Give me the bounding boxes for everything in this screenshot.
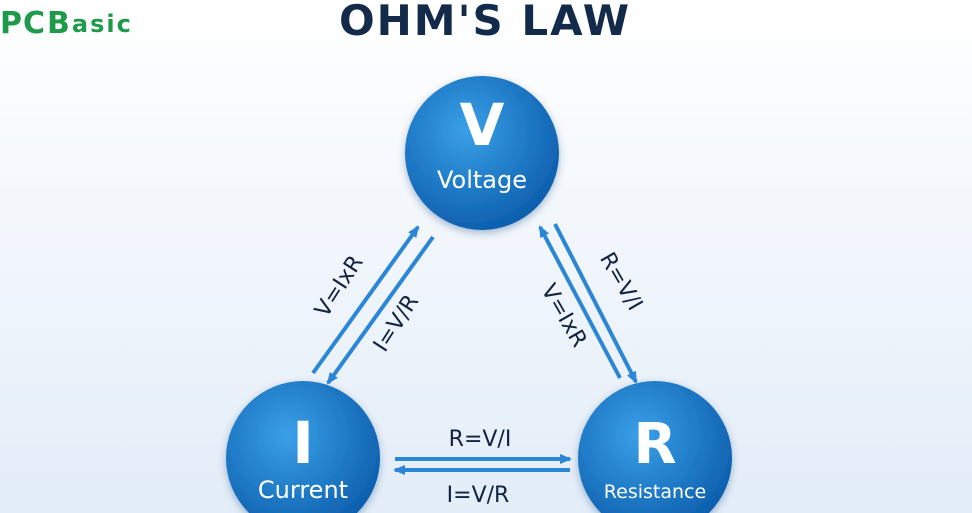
current-letter: I	[292, 409, 314, 477]
logo-b-text: B	[47, 6, 71, 41]
arrow-resistance-to-voltage	[538, 225, 622, 379]
arrow-voltage-to-resistance	[553, 223, 638, 384]
voltage-label: Voltage	[437, 166, 527, 194]
resistance-node: R Resistance	[578, 381, 732, 513]
edge-left-outer-label: V=IxR	[310, 251, 368, 322]
edge-left-inner-label: I=V/R	[369, 290, 424, 356]
logo-pc-text: PC	[0, 6, 47, 41]
arrow-voltage-to-current	[326, 235, 435, 385]
voltage-node: V Voltage	[405, 76, 559, 230]
resistance-label: Resistance	[604, 481, 706, 503]
current-label: Current	[258, 476, 348, 504]
edge-right-outer-label: R=V/I	[594, 248, 647, 315]
current-node: I Current	[226, 381, 380, 513]
brand-logo: PC B asic	[0, 6, 133, 41]
edge-bottom-bottom-label: I=V/R	[447, 483, 510, 508]
edge-bottom-top-label: R=V/I	[449, 427, 512, 452]
edge-right-inner-label: V=IxR	[536, 280, 592, 352]
page-title: OHM'S LAW	[338, 0, 632, 45]
voltage-letter: V	[460, 91, 505, 159]
resistance-letter: R	[633, 412, 676, 477]
logo-asic-text: asic	[71, 9, 133, 38]
arrow-current-to-voltage	[311, 225, 420, 375]
